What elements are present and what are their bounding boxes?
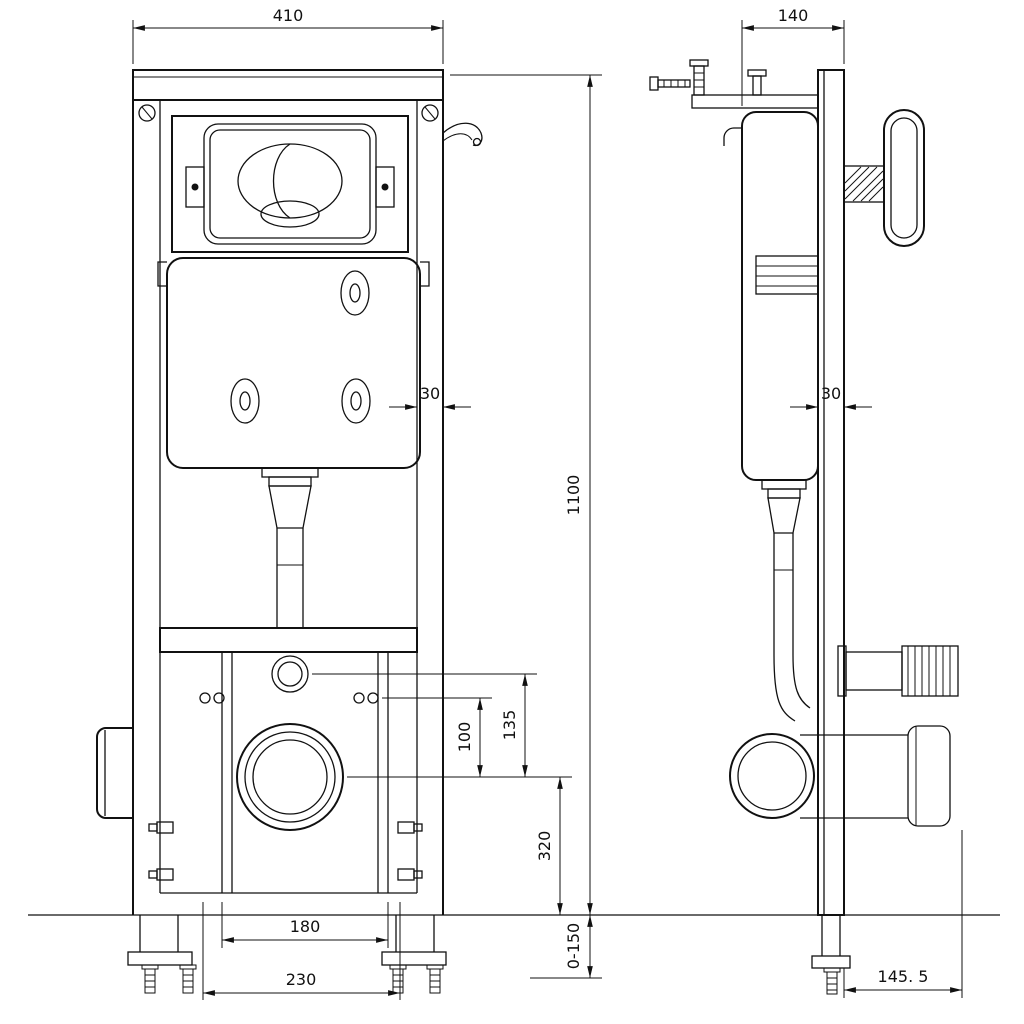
dim-label-front-width: 410 [273, 6, 304, 25]
dim-label-fixing-spacing: 180 [290, 917, 321, 936]
anchor-bolt-icon [389, 964, 407, 994]
inlet-hose [442, 122, 483, 147]
dim-overall-height: 1100 [450, 74, 602, 915]
dim-label-outlet-projection: 145. 5 [878, 967, 929, 986]
dim-label-outlet-height: 320 [535, 831, 554, 862]
flush-plate [171, 115, 409, 253]
dim-label-profile-side: 30 [821, 384, 841, 403]
flush-actuator [843, 109, 925, 247]
flush-button-large [237, 143, 343, 219]
cistern-side [723, 111, 819, 481]
dim-label-rail-spacing: 230 [286, 970, 317, 989]
dim-label-overall-height: 1100 [564, 475, 583, 516]
push-plate-cap [883, 109, 925, 247]
front-view [96, 69, 483, 994]
side-view [649, 59, 959, 995]
dim-rail-spacing: 230 [202, 902, 401, 1000]
cross-rail [159, 627, 418, 893]
dim-fixing-to-outlet: 100 [382, 697, 492, 777]
flush-pipe-front [261, 467, 319, 628]
anchor-bolt-icon [141, 964, 159, 994]
anchor-bolt-icon [426, 964, 444, 994]
flush-button-small [260, 200, 320, 228]
feet-front [127, 915, 447, 994]
wall-bracket [96, 727, 133, 819]
flush-pipe-side [761, 479, 811, 722]
foot-side [811, 915, 851, 995]
dim-label-fixing-to-outlet: 100 [455, 722, 474, 753]
bolt-dot-icon [191, 183, 199, 191]
cistern-front [157, 257, 430, 469]
dim-fixing-spacing: 180 [221, 902, 389, 948]
dim-bend-to-outlet: 135 [312, 673, 537, 777]
drain-side [729, 725, 951, 827]
dimensions: 410 140 1100 30 30 100 [132, 6, 963, 1000]
threaded-connector [837, 645, 959, 697]
dim-label-side-depth: 140 [778, 6, 809, 25]
bolt-dot-icon [381, 183, 389, 191]
dim-outlet-projection: 145. 5 [843, 830, 963, 998]
screw-icon [421, 104, 439, 122]
drain-front [199, 655, 379, 831]
leg-clamps [148, 821, 423, 881]
dim-label-foot-range: 0-150 [564, 923, 583, 970]
frame-front [132, 69, 483, 915]
dim-label-bend-to-outlet: 135 [500, 710, 519, 741]
dim-outlet-height: 320 [347, 776, 572, 915]
dim-front-width: 410 [132, 6, 444, 64]
dim-side-depth: 140 [741, 6, 845, 106]
dim-label-profile-front: 30 [420, 384, 440, 403]
top-brackets [649, 59, 819, 109]
dim-foot-range: 0-150 [530, 915, 602, 979]
dim-profile-front: 30 [389, 384, 471, 410]
screw-icon [138, 104, 156, 122]
dim-profile-side: 30 [790, 384, 872, 410]
anchor-bolt-icon [179, 964, 197, 994]
frame-post [817, 69, 845, 916]
